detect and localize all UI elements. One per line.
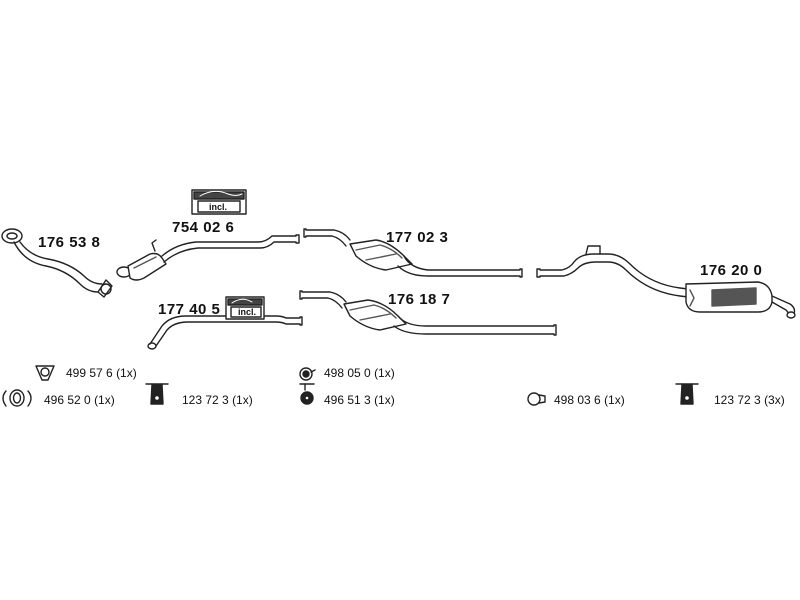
accessory-number: 123 72 3 [182,393,229,407]
accessory-qty: (3x) [764,393,785,407]
centre-silencer-icon [299,290,557,336]
kit-box-icon [191,189,247,215]
accessory-number: 123 72 3 [714,393,761,407]
accessory-number: 498 05 0 [324,366,371,380]
accessory-number: 499 57 6 [66,366,113,380]
seal-ring-icon [527,392,546,406]
accessory-qty: (1x) [116,366,137,380]
accessory-label: 123 72 3 (3x) [714,393,785,407]
part-number: 754 02 6 [172,219,235,236]
centre-silencer-icon [303,228,523,278]
part-number: 176 18 7 [388,291,451,308]
front-pipe-icon [1,228,113,298]
flange-gasket-icon [35,365,55,381]
part-number: 177 02 3 [386,229,449,246]
accessory-label: 123 72 3 (1x) [182,393,253,407]
intermediate-pipe-icon [147,315,303,350]
accessory-label: 496 52 0 (1x) [44,393,115,407]
kit-box-icon [225,296,265,320]
seal-ring-icon [299,367,316,381]
accessory-number: 496 51 3 [324,393,371,407]
kit-included-label: incl. [238,307,257,317]
accessory-label: 499 57 6 (1x) [66,366,137,380]
rubber-mount-icon [145,383,169,405]
catalytic-converter-icon [116,234,300,281]
accessory-qty: (1x) [94,393,115,407]
part-number: 176 53 8 [38,234,101,251]
accessory-label: 498 05 0 (1x) [324,366,395,380]
mounting-bracket-icon [299,383,315,405]
accessory-number: 498 03 6 [554,393,601,407]
pipe-clamp-icon [2,389,32,407]
kit-included-label: incl. [209,202,228,212]
accessory-number: 496 52 0 [44,393,91,407]
accessory-qty: (1x) [604,393,625,407]
accessory-qty: (1x) [374,393,395,407]
accessory-label: 496 51 3 (1x) [324,393,395,407]
part-number: 176 20 0 [700,262,763,279]
part-number: 177 40 5 [158,301,221,318]
accessory-label: 498 03 6 (1x) [554,393,625,407]
rear-silencer-icon [536,245,796,319]
accessory-qty: (1x) [232,393,253,407]
accessory-qty: (1x) [374,366,395,380]
rubber-mount-icon [675,383,699,405]
